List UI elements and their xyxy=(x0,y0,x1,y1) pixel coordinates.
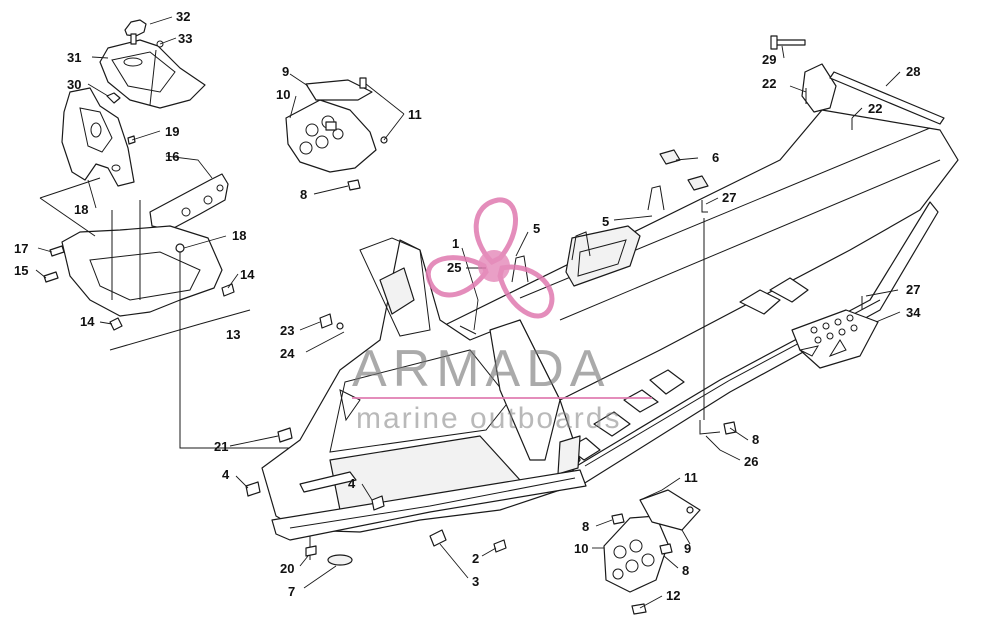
upper-heat-shield xyxy=(285,77,388,191)
callout-7: 7 xyxy=(288,584,295,599)
callout-labels: 32 33 31 30 19 16 18 18 17 15 14 14 13 9… xyxy=(14,9,921,603)
callout-22-right: 22 xyxy=(868,101,882,116)
callout-21: 21 xyxy=(214,439,228,454)
callout-12: 12 xyxy=(666,588,680,603)
callout-16: 16 xyxy=(165,149,179,164)
callout-9-bottom: 9 xyxy=(684,541,691,556)
callout-8-bottom-right: 8 xyxy=(682,563,689,578)
callout-20: 20 xyxy=(280,561,294,576)
lower-heat-shield xyxy=(603,489,701,593)
callout-31: 31 xyxy=(67,50,81,65)
callout-5-left: 5 xyxy=(533,221,540,236)
callout-28: 28 xyxy=(906,64,920,79)
callout-34: 34 xyxy=(906,305,921,320)
callout-13: 13 xyxy=(226,327,240,342)
callout-9-top: 9 xyxy=(282,64,289,79)
callout-10-bottom: 10 xyxy=(574,541,588,556)
footrest-34 xyxy=(791,309,879,369)
callout-29: 29 xyxy=(762,52,776,67)
callout-15: 15 xyxy=(14,263,28,278)
callout-4-left: 4 xyxy=(222,467,230,482)
tunnel xyxy=(444,63,959,401)
callout-18-left: 18 xyxy=(74,202,88,217)
front-skid xyxy=(271,469,587,541)
callout-30: 30 xyxy=(67,77,81,92)
callout-2: 2 xyxy=(472,551,479,566)
side-bracket xyxy=(149,173,229,231)
callout-1: 1 xyxy=(452,236,459,251)
plates-6 xyxy=(659,149,709,191)
watermark-title: ARMADA xyxy=(352,340,610,398)
watermark-subtitle: marine outboards xyxy=(356,402,621,435)
leader-lines xyxy=(35,16,901,609)
callout-11-top: 11 xyxy=(408,107,422,122)
callout-11-bottom: 11 xyxy=(684,470,698,485)
armada-watermark: ARMADA marine outboards xyxy=(352,197,652,435)
callout-26: 26 xyxy=(744,454,758,469)
callout-17: 17 xyxy=(14,241,28,256)
callout-25: 25 xyxy=(447,260,461,275)
callout-22-left: 22 xyxy=(762,76,776,91)
callout-27-right: 27 xyxy=(906,282,920,297)
callout-10-top: 10 xyxy=(276,87,290,102)
upper-bracket xyxy=(61,87,135,187)
callout-14-left: 14 xyxy=(80,314,95,329)
callout-23: 23 xyxy=(280,323,294,338)
callout-3: 3 xyxy=(472,574,479,589)
rear-rod xyxy=(829,71,945,125)
callout-14-right: 14 xyxy=(240,267,255,282)
steering-cover-assembly xyxy=(99,19,206,109)
misc-fasteners xyxy=(245,88,863,615)
left-fasteners xyxy=(43,135,235,331)
callout-18-right: 18 xyxy=(232,228,246,243)
callout-24: 24 xyxy=(280,346,295,361)
callout-8-top: 8 xyxy=(300,187,307,202)
pin-29 xyxy=(770,35,806,50)
callout-19: 19 xyxy=(165,124,179,139)
lower-plate xyxy=(61,200,223,317)
callout-8-right: 8 xyxy=(752,432,759,447)
callout-27-top: 27 xyxy=(722,190,736,205)
callout-32: 32 xyxy=(176,9,190,24)
callout-5-right: 5 xyxy=(602,214,609,229)
propeller-logo-icon xyxy=(425,197,555,319)
callout-6: 6 xyxy=(712,150,719,165)
callout-33: 33 xyxy=(178,31,192,46)
callout-8-bottom-left: 8 xyxy=(582,519,589,534)
callout-4-center: 4 xyxy=(348,476,356,491)
